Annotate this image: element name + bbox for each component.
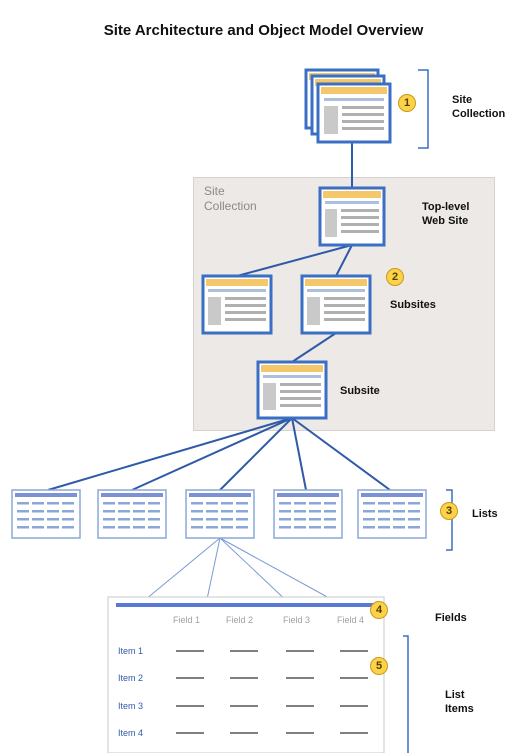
field-header: Field 1 [173,615,201,625]
connector-toplevel-subsite-b [335,244,353,277]
list-icon [273,489,343,539]
subsite-icon-a [201,274,273,335]
connector-subsite-b-subsite [291,332,337,363]
hierarchy-connectors [47,142,391,491]
field-header: Field 4 [337,615,365,625]
item-row-label: Item 1 [118,646,144,656]
connector-subsite-list-2 [131,417,293,491]
subsite-icon-c [256,360,328,420]
connector-subsite-list-5 [291,417,391,491]
site-collection-pages-icon [304,68,392,144]
label-fields: Fields [435,612,467,624]
item-row-label: Item 2 [118,673,144,683]
item-row-label: Item 3 [118,701,144,711]
badge-1: 1 [398,94,416,112]
list-detail-table [107,596,385,753]
subsite-icon-b [300,274,372,335]
item-row-label: Item 4 [118,728,144,738]
connector-subsite-list-1 [47,417,293,491]
label-list-items: List Items [445,689,474,715]
bracket-lists [446,489,453,551]
badge-2: 2 [386,268,404,286]
top-level-site-icon [318,186,386,247]
field-header: Field 2 [226,615,254,625]
list-icon [185,489,255,539]
field-connectors [139,537,341,605]
label-lists: Lists [472,508,498,520]
bracket-list-items [403,635,409,753]
label-site-collection: Site Collection [452,94,506,120]
diagram-title: Site Architecture and Object Model Overv… [103,22,424,39]
bracket-site-collection [418,69,429,149]
badge-5: 5 [370,657,388,675]
list-icon [357,489,427,539]
item-value-dashes [176,650,368,734]
list-icon [11,489,81,539]
badge-3: 3 [440,502,458,520]
label-top-level-site: Top-level Web Site [422,201,470,227]
field-header: Field 3 [283,615,311,625]
label-subsite: Subsite [340,385,380,397]
label-subsites: Subsites [390,299,436,311]
brackets [403,69,453,753]
list-icon [97,489,167,539]
lists-group [11,489,427,539]
badge-4: 4 [370,601,388,619]
connector-subsite-list-4 [291,417,307,491]
connector-subsite-list-3 [219,417,293,491]
connector-toplevel-subsite-a [236,244,353,277]
region-label: Site Collection [204,184,257,213]
